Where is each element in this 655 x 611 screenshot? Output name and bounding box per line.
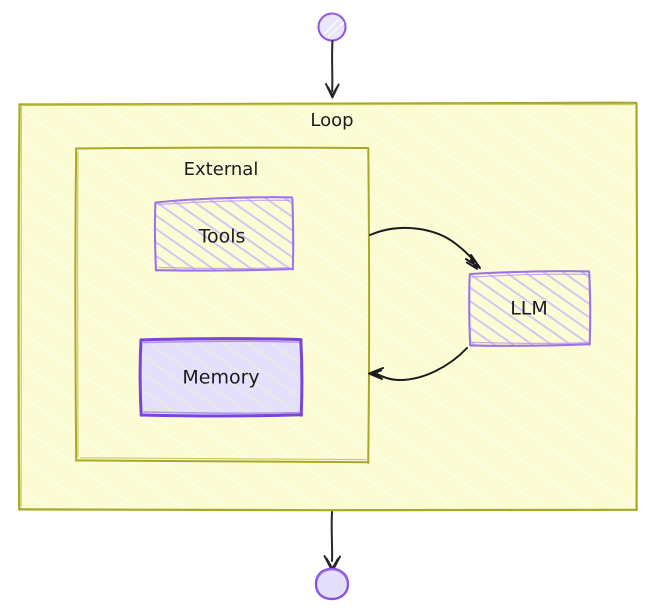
memory-label: Memory (182, 367, 259, 389)
llm-body (470, 271, 590, 346)
node-memory[interactable]: Memory (138, 337, 304, 418)
group-external[interactable] (74, 146, 371, 464)
llm-border-left (468, 273, 472, 347)
edge-start-to-loop (325, 40, 340, 99)
node-tools[interactable]: Tools (153, 196, 295, 272)
group-external-border-top (75, 146, 369, 150)
memory-border-sketch (143, 340, 301, 414)
end-blob (314, 567, 350, 601)
tools-body (155, 197, 293, 271)
memory-border-right (299, 338, 304, 417)
memory-border-left (138, 338, 143, 417)
memory-body (141, 339, 301, 415)
group-loop-border-2 (635, 101, 639, 511)
group-external-border-left (74, 147, 78, 462)
edge-llm-to-external (368, 347, 468, 382)
node-end[interactable] (314, 567, 350, 601)
node-llm[interactable]: LLM (468, 270, 592, 347)
tools-border-top (154, 196, 294, 204)
memory-border-top (139, 337, 303, 342)
group-loop-border-3 (18, 508, 639, 512)
start-hatch (323, 18, 345, 38)
llm-border-top (468, 270, 591, 276)
llm-border-sketch (471, 273, 589, 344)
group-loop-border (18, 101, 638, 106)
edge-llm-to-external-line (376, 347, 468, 382)
node-start[interactable] (317, 12, 347, 42)
llm-label: LLM (510, 298, 548, 320)
edge-llm-to-external-arrowhead (368, 367, 384, 380)
memory-border-bottom (139, 413, 303, 418)
group-loop-label: Loop (310, 110, 353, 131)
llm-border-bottom (469, 343, 591, 347)
group-external-border-bottom (75, 459, 370, 464)
group-external-border-right (367, 147, 371, 464)
tools-border-bottom (154, 267, 294, 272)
edge-loop-to-end (323, 511, 341, 572)
edge-start-to-loop-arrowhead (325, 83, 340, 99)
tools-label: Tools (198, 226, 246, 248)
start-circle-sketch (319, 13, 347, 27)
edge-external-to-llm-arrowhead (465, 254, 481, 270)
edge-external-to-llm (369, 226, 481, 270)
group-external-label: External (184, 159, 259, 180)
group-loop-border-4 (17, 103, 21, 511)
tools-border-right (291, 197, 295, 271)
group-external-border-sketch (76, 151, 367, 461)
group-loop-border-sketch (20, 103, 635, 507)
end-blob-sketch (317, 569, 348, 583)
llm-border-right (588, 270, 592, 346)
edge-external-to-llm-line (369, 226, 476, 263)
tools-border-left (153, 201, 158, 272)
tools-border-sketch (157, 199, 291, 270)
